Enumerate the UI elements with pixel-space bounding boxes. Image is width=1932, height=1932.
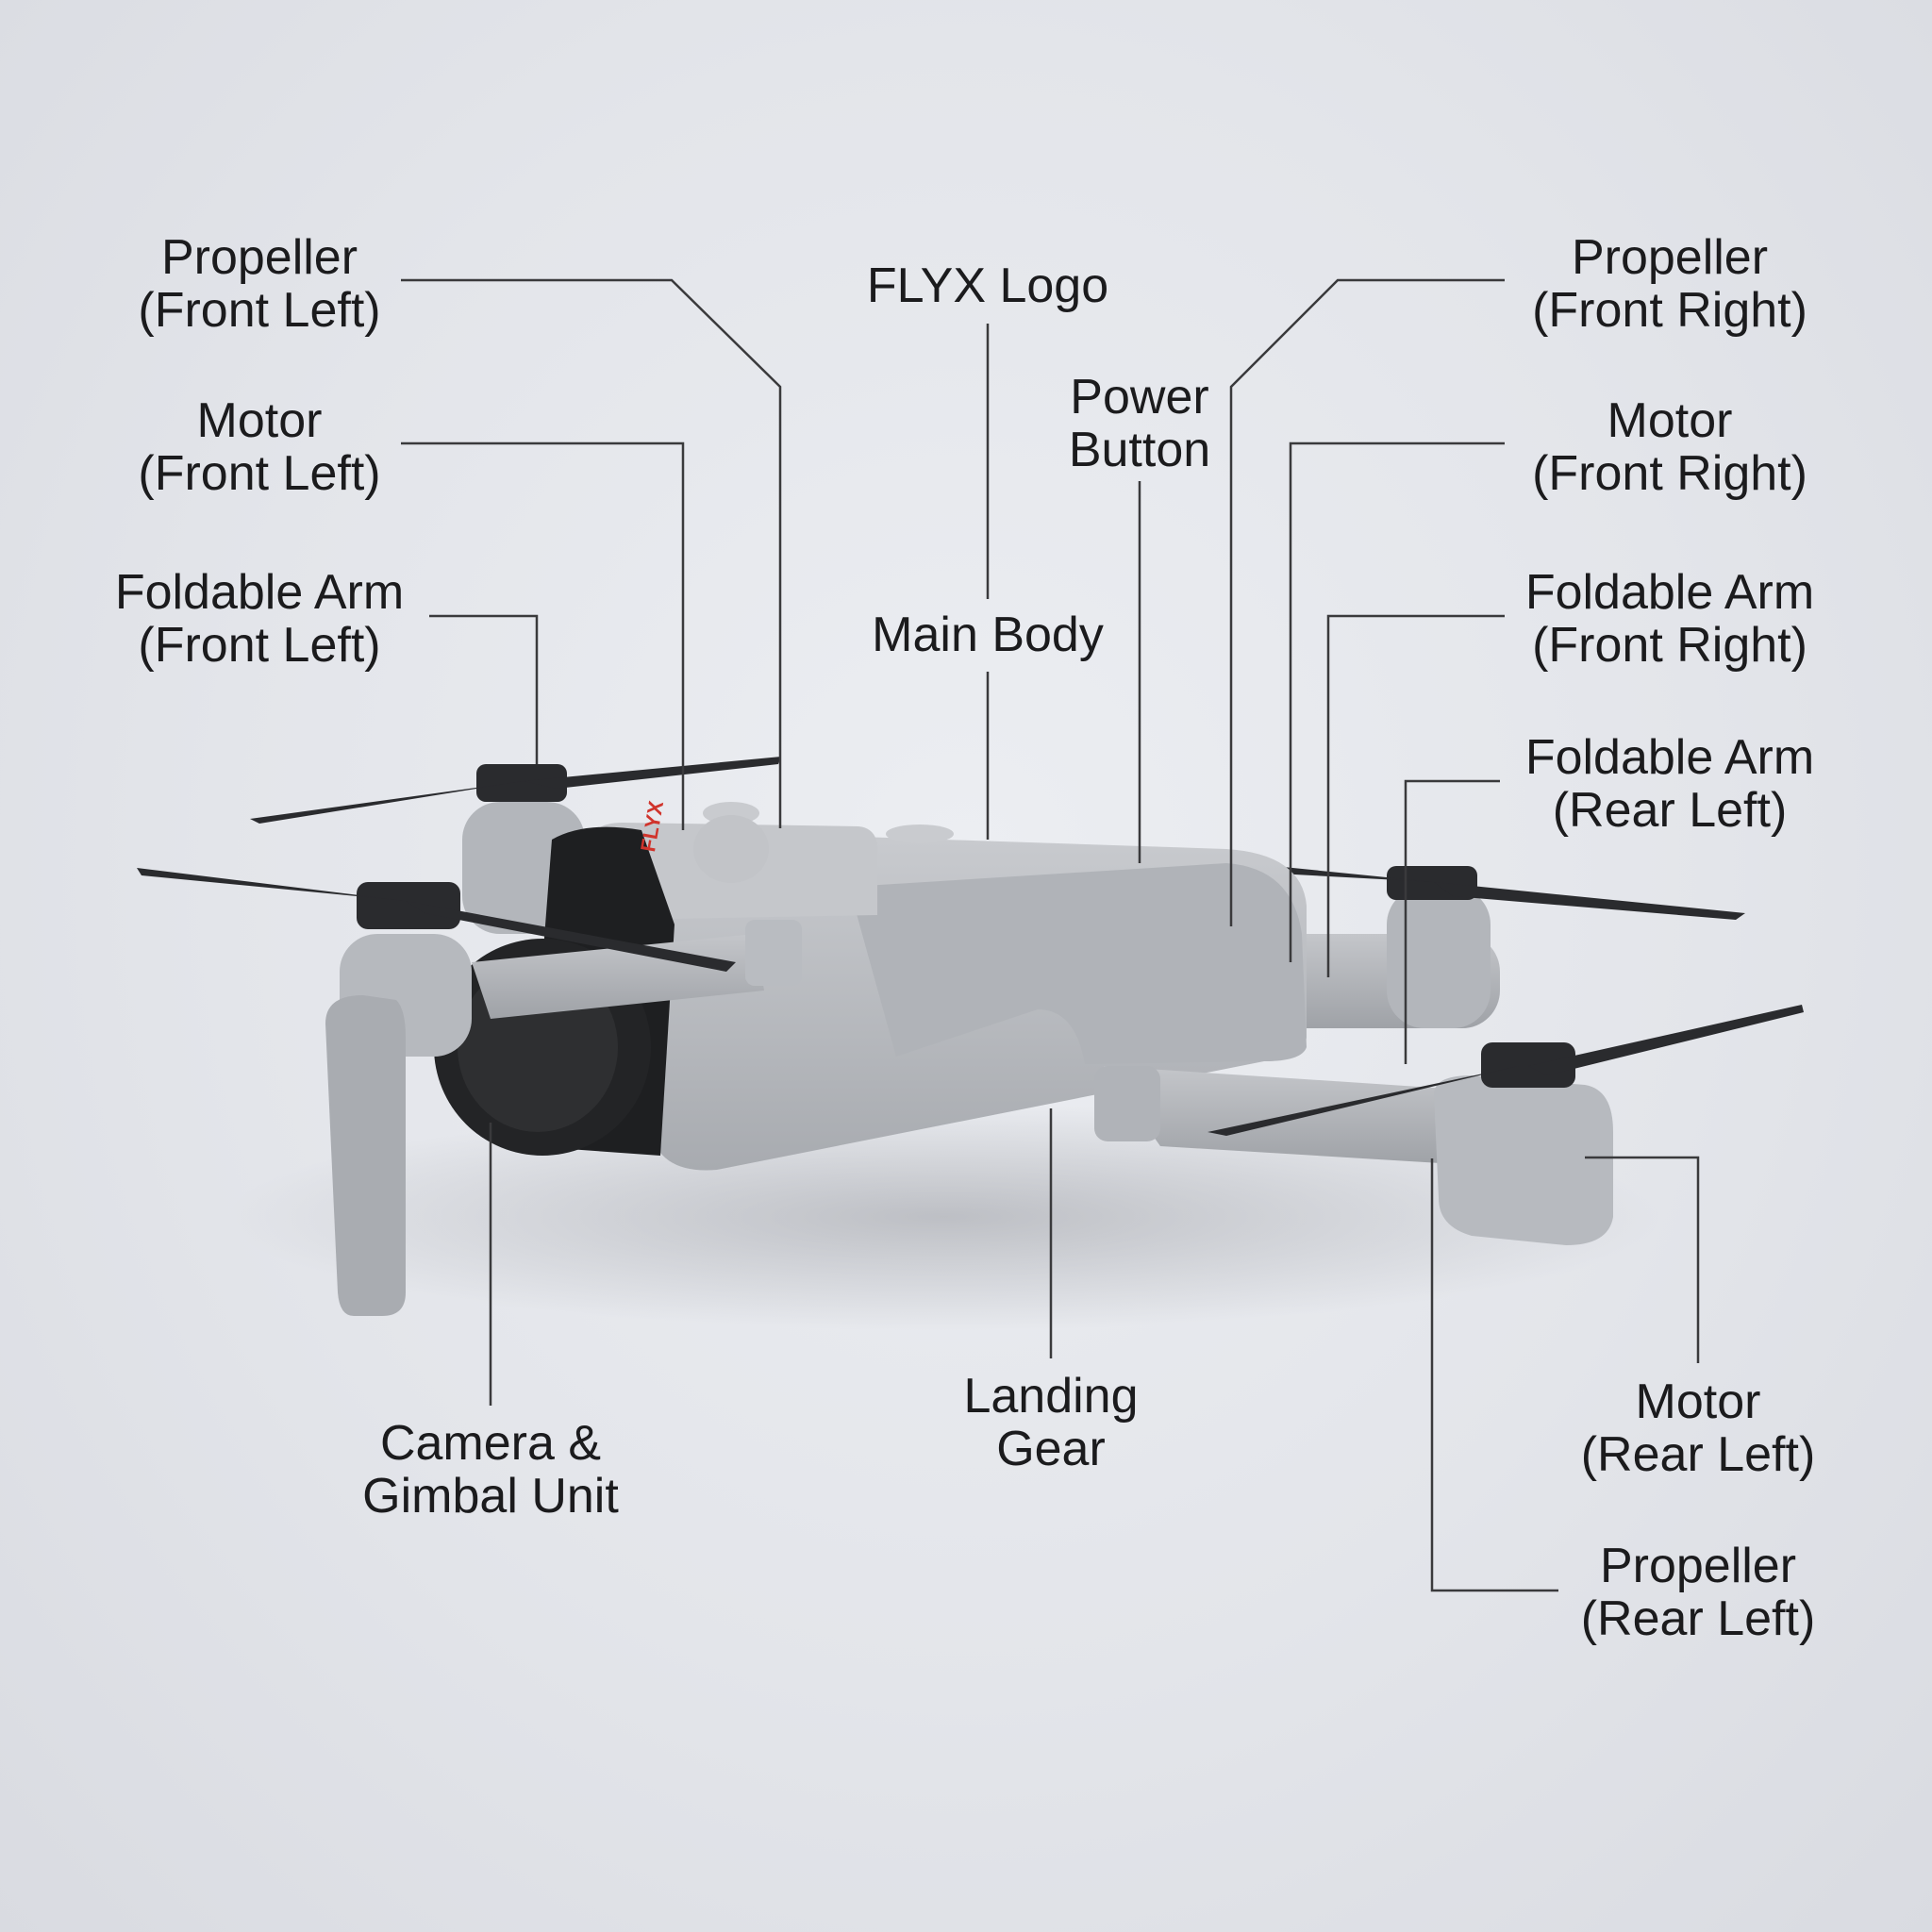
label-line: (Front Right) — [1532, 283, 1807, 338]
label-line: (Front Left) — [138, 283, 381, 338]
label-line: (Front Right) — [1532, 618, 1807, 673]
label-motor-front-right: Motor (Front Right) — [1509, 394, 1830, 500]
label-line: (Rear Left) — [1552, 783, 1788, 838]
leader-propeller-front-right — [1229, 278, 1505, 926]
label-line: (Rear Left) — [1580, 1427, 1816, 1482]
label-landing-gear: Landing Gear — [938, 1370, 1164, 1475]
label-line: Main Body — [872, 608, 1104, 662]
leader-motor-front-left — [401, 441, 685, 830]
label-propeller-front-right: Propeller (Front Right) — [1509, 231, 1830, 337]
label-line: (Front Left) — [138, 618, 381, 673]
label-camera-gimbal: Camera & Gimbal Unit — [344, 1417, 637, 1523]
label-line: Gimbal Unit — [362, 1469, 619, 1524]
leader-propeller-rear-left — [1430, 1158, 1558, 1592]
leader-arm-front-left — [429, 614, 539, 764]
label-line: Camera & — [379, 1416, 602, 1471]
label-propeller-front-left: Propeller (Front Left) — [123, 231, 396, 337]
leader-propeller-front-left — [401, 278, 782, 828]
label-line: Landing — [963, 1369, 1139, 1424]
label-line: Motor — [196, 393, 323, 448]
label-line: Foldable Arm — [114, 565, 405, 620]
label-line: Gear — [996, 1422, 1106, 1476]
label-line: Foldable Arm — [1524, 730, 1815, 785]
label-arm-front-left: Foldable Arm (Front Left) — [94, 566, 425, 672]
leader-arm-rear-left — [1404, 779, 1500, 1064]
front-right-arm — [1094, 1005, 1804, 1245]
ground-shadow — [226, 1104, 1660, 1330]
label-motor-rear-left: Motor (Rear Left) — [1566, 1375, 1830, 1481]
label-main-body: Main Body — [846, 608, 1129, 661]
label-line: Motor — [1635, 1374, 1761, 1429]
label-line: (Front Left) — [138, 446, 381, 501]
front-left-arm — [137, 868, 802, 1316]
rear-right-arm — [1245, 863, 1745, 1028]
label-arm-front-right: Foldable Arm (Front Right) — [1507, 566, 1833, 672]
label-line: Propeller — [1571, 230, 1769, 285]
leader-arm-front-right — [1326, 614, 1505, 977]
label-line: FLYX Logo — [866, 258, 1109, 313]
leader-motor-rear-left — [1585, 1156, 1700, 1363]
label-line: Propeller — [1599, 1539, 1797, 1593]
label-line: Power — [1070, 370, 1209, 425]
label-line: Motor — [1607, 393, 1733, 448]
label-arm-rear-left: Foldable Arm (Rear Left) — [1507, 731, 1833, 837]
label-propeller-rear-left: Propeller (Rear Left) — [1566, 1540, 1830, 1645]
label-motor-front-left: Motor (Front Left) — [123, 394, 396, 500]
label-line: Foldable Arm — [1524, 565, 1815, 620]
label-power-button: Power Button — [1036, 371, 1243, 476]
label-line: (Front Right) — [1532, 446, 1807, 501]
label-line: Propeller — [160, 230, 358, 285]
label-line: (Rear Left) — [1580, 1591, 1816, 1646]
label-flyx-logo: FLYX Logo — [846, 259, 1129, 312]
label-line: Button — [1068, 423, 1211, 477]
leader-motor-front-right — [1289, 441, 1505, 962]
